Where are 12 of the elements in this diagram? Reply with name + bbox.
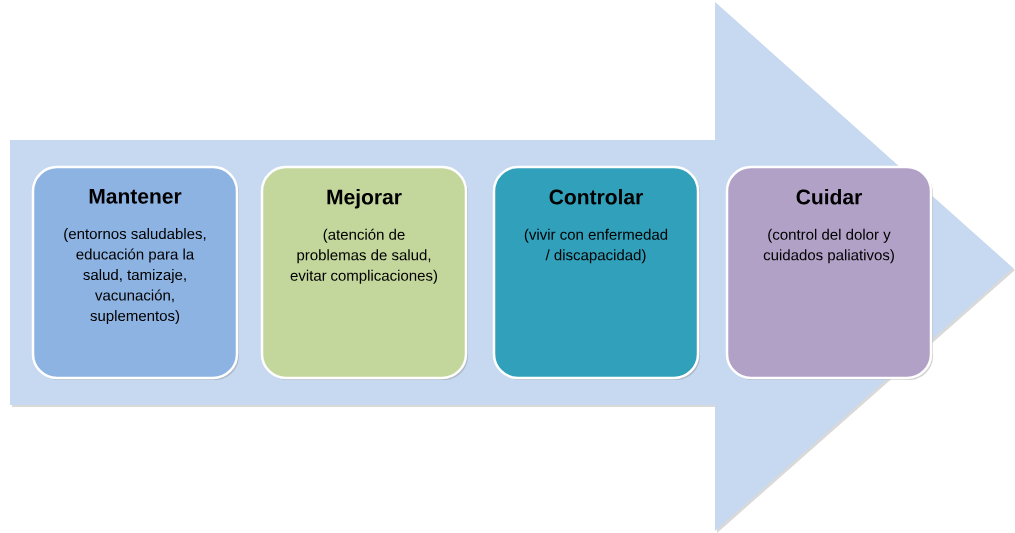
box-heading: Cuidar bbox=[796, 189, 862, 205]
stage-box bbox=[260, 165, 468, 380]
box-description: (vivir con enfermedad / discapacidad) bbox=[524, 228, 668, 264]
box-description: (atención de problemas de salud, evitar complicaciones) bbox=[290, 228, 438, 284]
stage-box bbox=[725, 165, 933, 380]
box-heading: Mejorar bbox=[327, 189, 402, 209]
stage-box bbox=[492, 165, 700, 380]
stage-box bbox=[31, 165, 239, 380]
box-heading: Controlar bbox=[549, 189, 643, 205]
box-description: (control del dolor y cuidados paliativos) bbox=[763, 228, 894, 264]
box-heading: Mantener bbox=[89, 189, 182, 204]
box-description: (entornos saludables, educación para la salud, tamizaje, vacunación, suplementos) bbox=[64, 228, 206, 325]
